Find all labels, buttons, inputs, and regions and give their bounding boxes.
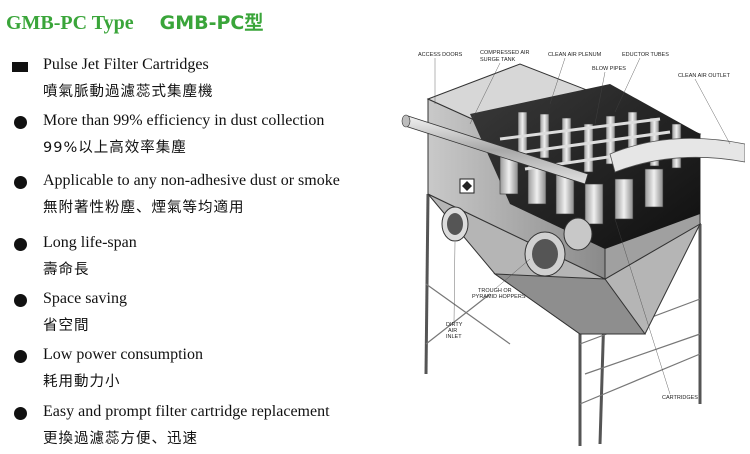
- round-bullet-icon: [14, 176, 27, 189]
- page-title: GMB-PC Type GMB-PC型: [6, 8, 263, 35]
- svg-text:AIR: AIR: [448, 328, 457, 334]
- dust-collector-diagram: ACCESS DOORS COMPRESSED AIR SURGE TANK C…: [401, 50, 745, 446]
- round-bullet-icon: [14, 350, 27, 363]
- round-bullet-icon: [14, 116, 27, 129]
- title-chinese: GMB-PC型: [159, 12, 264, 34]
- feature-label-zh: 噴氣脈動過濾蕊式集塵機: [43, 84, 214, 100]
- svg-text:CARTRIDGES: CARTRIDGES: [662, 395, 698, 401]
- feature-label-zh: 省空間: [43, 318, 90, 334]
- feature-label-zh: 無附著性粉塵、煙氣等均適用: [43, 200, 245, 216]
- feature-label-en: Pulse Jet Filter Cartridges: [43, 56, 209, 73]
- feature-label-en: Space saving: [43, 290, 127, 307]
- svg-text:CLEAN AIR OUTLET: CLEAN AIR OUTLET: [678, 73, 731, 79]
- svg-text:CLEAN AIR PLENUM: CLEAN AIR PLENUM: [548, 52, 602, 58]
- round-bullet-icon: [14, 238, 27, 251]
- clean-air-outlet-pipe: [609, 138, 745, 173]
- feature-label-zh: 99%以上高效率集塵: [43, 140, 187, 156]
- feature-label-en: Low power consumption: [43, 346, 203, 363]
- feature-label-zh: 耗用動力小: [43, 374, 121, 390]
- diagram-labels: ACCESS DOORS COMPRESSED AIR SURGE TANK C…: [418, 50, 731, 401]
- svg-text:ACCESS DOORS: ACCESS DOORS: [418, 52, 463, 58]
- svg-text:TROUGH OR: TROUGH OR: [478, 288, 512, 294]
- round-bullet-icon: [14, 294, 27, 307]
- feature-label-en: Long life-span: [43, 234, 137, 251]
- svg-text:EDUCTOR TUBES: EDUCTOR TUBES: [622, 52, 669, 58]
- title-english: GMB-PC Type: [6, 12, 134, 34]
- square-bullet-icon: [12, 62, 28, 72]
- svg-text:COMPRESSED AIR: COMPRESSED AIR: [480, 50, 530, 56]
- svg-text:INLET: INLET: [446, 334, 462, 340]
- feature-label-en: Applicable to any non-adhesive dust or s…: [43, 172, 340, 189]
- feature-label-zh: 更換過濾蕊方便、迅速: [43, 431, 198, 447]
- feature-label-en: More than 99% efficiency in dust collect…: [43, 112, 325, 129]
- svg-text:DIRTY: DIRTY: [446, 322, 463, 328]
- svg-text:PYRAMID HOPPERS: PYRAMID HOPPERS: [472, 294, 526, 300]
- svg-text:BLOW PIPES: BLOW PIPES: [592, 66, 626, 72]
- svg-text:SURGE TANK: SURGE TANK: [480, 57, 516, 63]
- round-bullet-icon: [14, 407, 27, 420]
- feature-label-zh: 壽命長: [43, 262, 90, 278]
- feature-label-en: Easy and prompt filter cartridge replace…: [43, 403, 330, 420]
- cartridges: [499, 153, 664, 225]
